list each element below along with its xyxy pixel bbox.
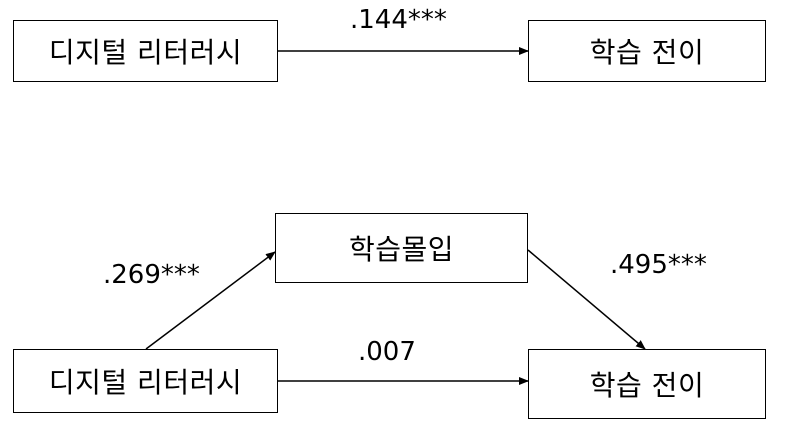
outcome-box-top: 학습 전이 [528, 20, 766, 82]
mediator-label: 학습몰입 [348, 233, 455, 266]
predictor-box-top: 디지털 리터러시 [13, 20, 278, 82]
outcome-box-bottom: 학습 전이 [528, 349, 766, 419]
predictor-label-bottom: 디지털 리터러시 [48, 366, 243, 399]
coef-b-label: .495*** [610, 250, 707, 280]
coef-a-label: .269*** [103, 260, 200, 290]
arrow-path-a [145, 251, 276, 350]
predictor-label-top: 디지털 리터러시 [48, 36, 243, 69]
outcome-label-bottom: 학습 전이 [589, 369, 705, 402]
arrow-path-b [527, 249, 646, 350]
coef-total-label: .144*** [350, 5, 447, 35]
predictor-box-bottom: 디지털 리터러시 [13, 349, 278, 413]
coef-direct-label: .007 [358, 337, 416, 367]
mediator-box: 학습몰입 [275, 213, 528, 283]
outcome-label-top: 학습 전이 [589, 36, 705, 69]
